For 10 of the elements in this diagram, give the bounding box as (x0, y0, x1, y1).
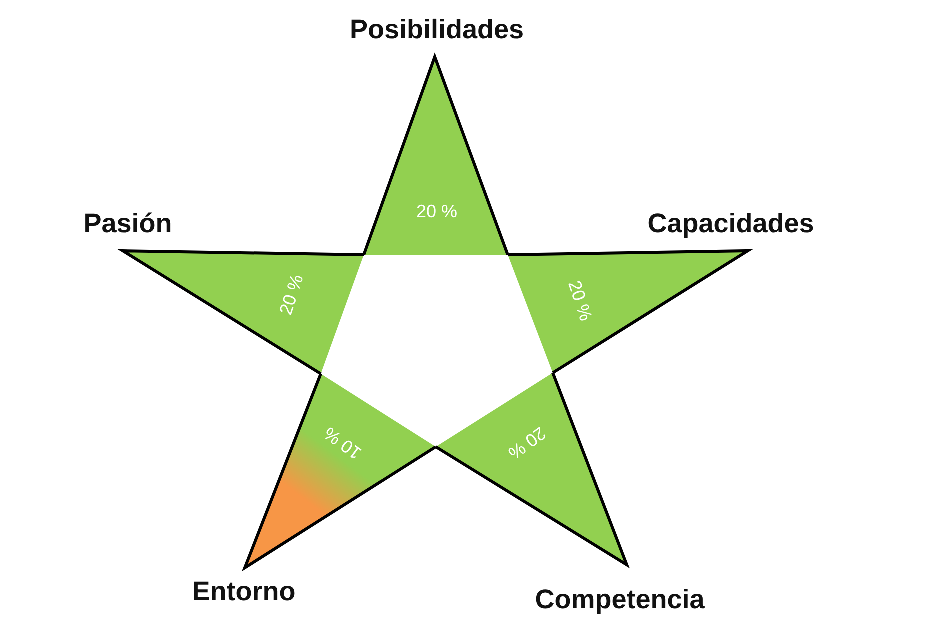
percentage-label: 20 % (416, 202, 458, 222)
point-label: Competencia (535, 584, 705, 616)
percentage-label: 20 % (276, 272, 308, 318)
percentage-label: 20 % (564, 278, 596, 324)
percentage-label: 10 % (320, 422, 366, 464)
point-label: Entorno (192, 576, 296, 608)
point-label: Pasión (84, 208, 172, 240)
percentage-label: 20 % (504, 422, 550, 464)
point-label: Posibilidades (350, 14, 524, 46)
point-label: Capacidades (648, 208, 814, 240)
